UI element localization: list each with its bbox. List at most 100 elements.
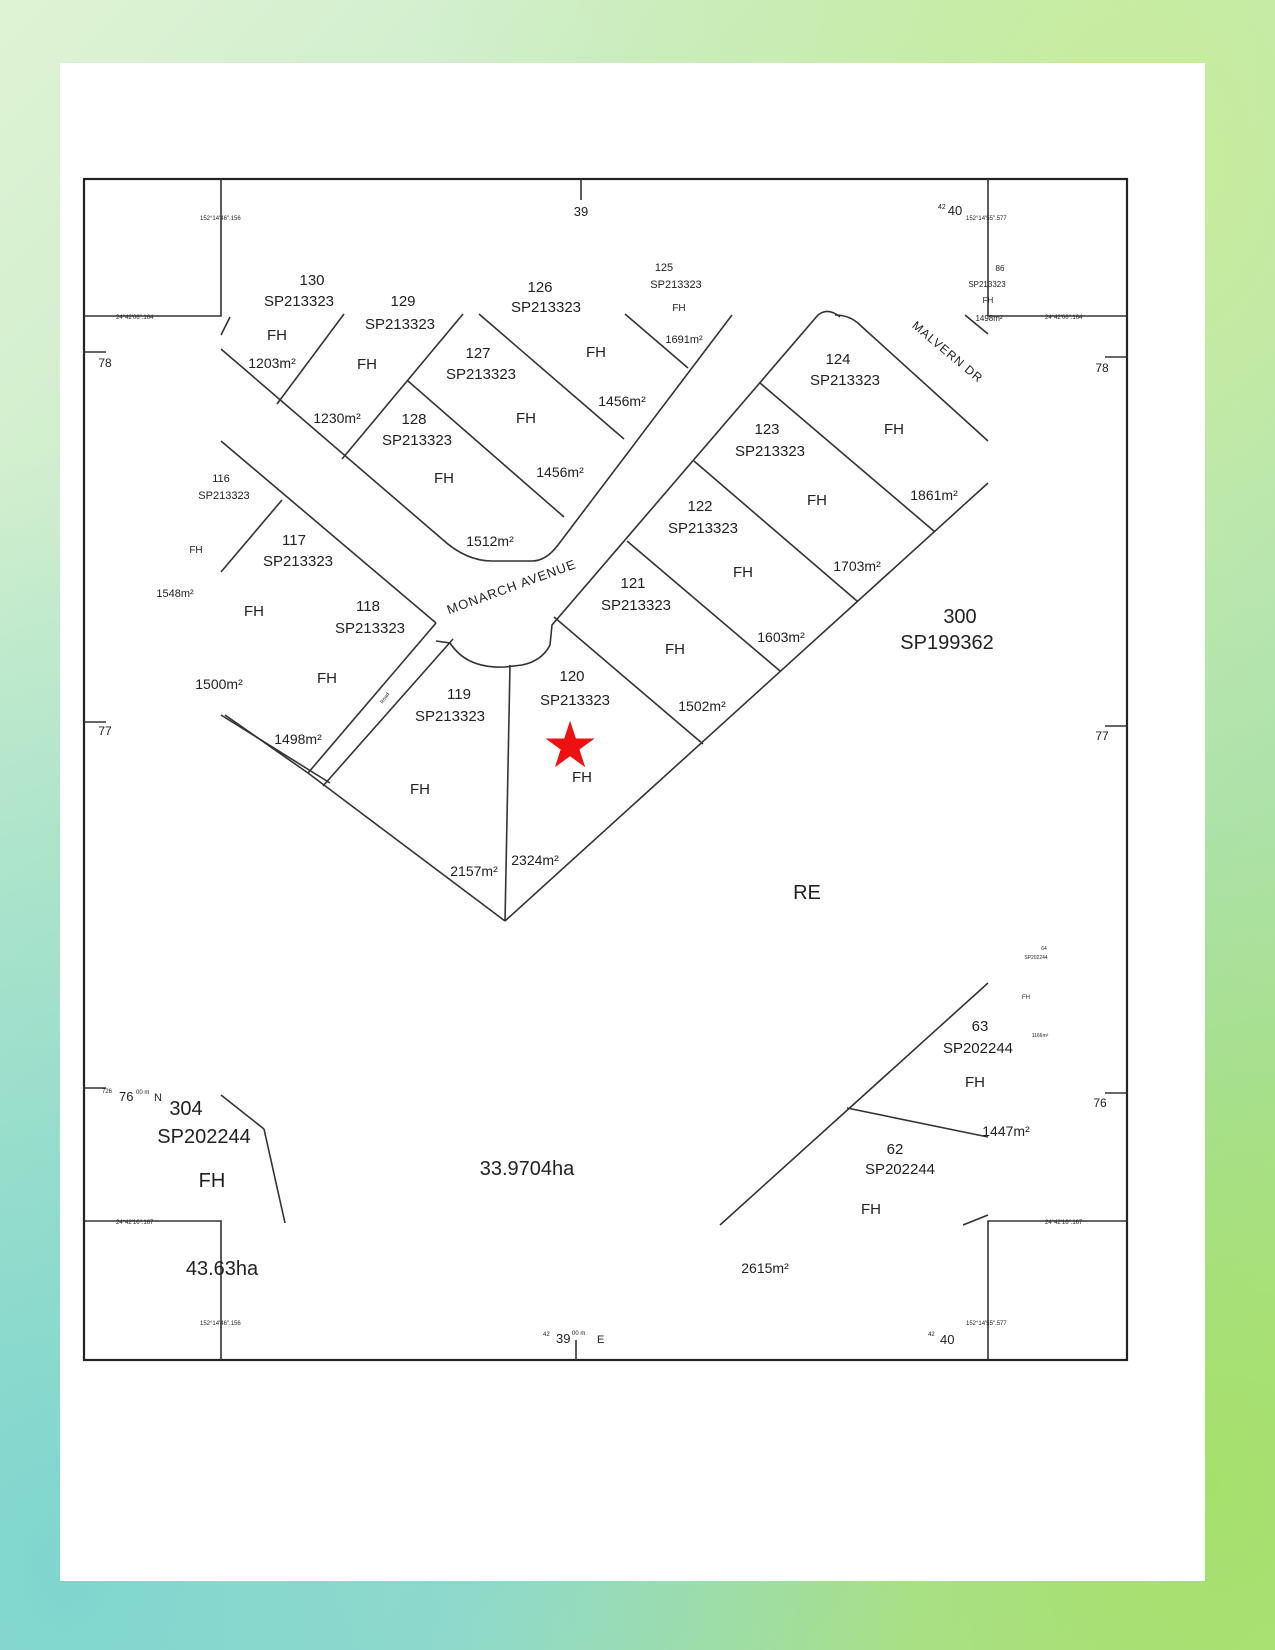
lot-number: 121 <box>620 575 645 592</box>
lot-plan: SP213323 <box>968 280 1006 289</box>
grid-label: 39 <box>574 204 588 219</box>
lot-plan: SP199362 <box>900 632 993 654</box>
lot-number: 127 <box>465 345 490 362</box>
lot-number: 118 <box>356 598 380 615</box>
road-label-monarch-avenue: MONARCH AVENUE <box>445 556 578 617</box>
lot-area: 43.63ha <box>186 1258 259 1280</box>
lot-tenure: FH <box>983 296 994 305</box>
lot-plan: SP213323 <box>382 432 452 449</box>
grid-label-sup: 42 <box>928 1332 935 1338</box>
grid-label: 40 <box>940 1332 954 1347</box>
lot-plan: SP213323 <box>540 692 610 709</box>
lot-number: 124 <box>825 351 850 368</box>
road-label-easement: Road <box>379 692 391 705</box>
lot-tenure: FH <box>410 781 430 798</box>
grid-label: 76 <box>1093 1096 1107 1110</box>
lot-tenure: FH <box>672 303 685 314</box>
grid-label-sup: 00 m <box>136 1090 149 1096</box>
lot-area: 2157m² <box>450 863 498 879</box>
lot-plan: SP213323 <box>446 366 516 383</box>
lot-number: 129 <box>390 293 415 310</box>
grid-label: 77 <box>98 724 112 738</box>
lot-tenure: FH <box>572 769 592 786</box>
lot-boundaries-south-west <box>220 1094 286 1224</box>
lot-area: 1703m² <box>833 558 881 574</box>
lot-tenure: FH <box>267 327 287 344</box>
lot-plan: SP213323 <box>668 520 738 537</box>
coord-label: 152°14'55".577 <box>966 216 1007 222</box>
lot-area: 1230m² <box>313 410 361 426</box>
lot-tenure: FH <box>861 1201 881 1218</box>
lot-area: 1456m² <box>598 393 646 409</box>
coord-label: 152°14'46".156 <box>200 1321 241 1327</box>
lot-plan: SP213323 <box>263 553 333 570</box>
lot-plan: SP202244 <box>1024 955 1048 961</box>
lot-plan: SP202244 <box>865 1161 935 1178</box>
lot-number: 130 <box>299 272 324 289</box>
lot-tenure: FH <box>244 603 264 620</box>
lot-tenure: FH <box>317 670 337 687</box>
lot-number: 126 <box>527 279 552 296</box>
lot-area: 1512m² <box>466 533 514 549</box>
road-label-malvern-dr: MALVERN DR <box>909 318 985 385</box>
lot-boundaries-south-east <box>719 982 989 1226</box>
grid-label: 78 <box>1095 361 1109 375</box>
lot-area: 1498m² <box>274 731 322 747</box>
lot-area: 1502m² <box>678 698 726 714</box>
lot-tenure: FH <box>189 545 202 556</box>
map-sheet: 39 42 40 78 78 77 77 726 76 00 m N 76 42… <box>60 63 1205 1581</box>
lot-plan: SP213323 <box>415 708 485 725</box>
lot-plan: SP213323 <box>511 299 581 316</box>
lot-tenure: FH <box>434 470 454 487</box>
lot-area: 1456m² <box>536 464 584 480</box>
lot-area: 1498m² <box>975 314 1002 323</box>
lot-area: 1166m² <box>1032 1033 1049 1039</box>
re-area: 33.9704ha <box>480 1158 575 1180</box>
grid-labels: 39 42 40 78 78 77 77 726 76 00 m N 76 42… <box>98 203 1109 1347</box>
lot-tenure: FH <box>516 410 536 427</box>
grid-label: 77 <box>1095 729 1109 743</box>
lot-plan: SP213323 <box>365 316 435 333</box>
lot-area: 2324m² <box>511 852 559 868</box>
corner-ticks <box>84 179 1127 1360</box>
grid-label: 76 <box>119 1089 133 1104</box>
lot-number: 122 <box>687 498 712 515</box>
lot-tenure: FH <box>733 564 753 581</box>
lot-number: 63 <box>972 1018 989 1035</box>
lot-area: 2615m² <box>741 1260 789 1276</box>
lot-area: 1548m² <box>156 588 194 600</box>
lot-tenure: FH <box>1022 995 1030 1001</box>
lot-plan: SP213323 <box>335 620 405 637</box>
lot-plan: SP213323 <box>735 443 805 460</box>
lot-number: 300 <box>943 606 976 628</box>
lot-number: 120 <box>559 668 584 685</box>
lot-plan: SP202244 <box>157 1126 250 1148</box>
lot-number: 119 <box>447 686 471 703</box>
grid-label-e: E <box>597 1334 604 1346</box>
coord-label: 24°42'06".164 <box>1045 315 1083 321</box>
lot-tenure: FH <box>965 1074 985 1091</box>
map-frame <box>82 177 1129 1362</box>
lot-number: 62 <box>887 1141 904 1158</box>
lot-area: 1500m² <box>195 676 243 692</box>
lot-number: 64 <box>1041 946 1047 952</box>
lot-tenure: FH <box>586 344 606 361</box>
coord-label: 152°14'55".577 <box>966 1321 1007 1327</box>
coord-label: 24°42'06".164 <box>116 315 154 321</box>
grid-label-sup: 42 <box>938 204 946 211</box>
lot-tenure: FH <box>357 356 377 373</box>
grid-label-n: N <box>154 1092 162 1104</box>
lot-area: 1203m² <box>248 355 296 371</box>
lot-number: 123 <box>754 421 779 438</box>
lot-number: 125 <box>655 262 673 274</box>
grid-label: 40 <box>948 203 962 218</box>
lot-area: 1447m² <box>982 1123 1030 1139</box>
lot-plan: SP213323 <box>810 372 880 389</box>
lot-tenure: FH <box>884 421 904 438</box>
cadastral-map: 39 42 40 78 78 77 77 726 76 00 m N 76 42… <box>82 177 1129 1362</box>
corner-coordinates: 152°14'46".156 152°14'55".577 152°14'46"… <box>116 216 1083 1327</box>
lot-area: 1691m² <box>665 334 703 346</box>
re-label: RE <box>793 882 821 904</box>
grid-label-sup: 00 m <box>572 1331 585 1337</box>
lot-tenure: FH <box>199 1170 226 1192</box>
